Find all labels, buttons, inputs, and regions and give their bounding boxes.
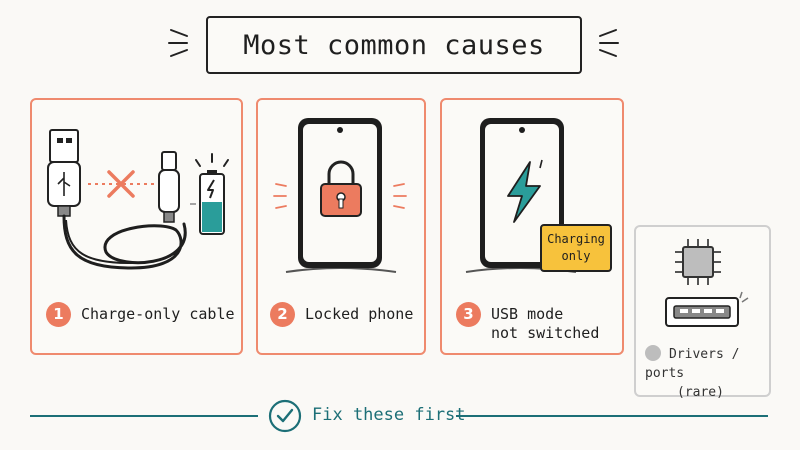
title-sparkle-right: [599, 29, 619, 57]
charging-only-badge: Charging only: [540, 224, 612, 272]
rare-dot-icon: [645, 345, 661, 361]
chip-icon: [675, 239, 721, 285]
cause-label-locked: 2 Locked phone: [270, 302, 413, 327]
footer-rule: [30, 415, 768, 417]
rare-label-line-2: (rare): [677, 385, 724, 400]
padlock-icon: [320, 160, 362, 217]
battery-charging-icon: [190, 153, 229, 235]
cause-text-2: Locked phone: [305, 305, 414, 323]
page-title-text: Most common causes: [243, 29, 545, 61]
cause-label-usb-mode: 3 USB mode not switched: [456, 302, 599, 343]
footer-text: Fix these first: [312, 405, 466, 425]
cause-text-3-line-1: USB mode: [491, 305, 564, 323]
rare-label-line-1: Drivers / ports: [645, 347, 740, 381]
cause-label-cable: 1 Charge-only cable: [46, 302, 235, 327]
page-title: Most common causes: [206, 16, 582, 74]
checkmark-icon: [268, 399, 302, 433]
usb-cable-icon: [47, 129, 187, 270]
badge-line-2: only: [561, 249, 591, 263]
cause-text-3-line-2: not switched: [491, 324, 600, 342]
usb-port-icon: [665, 291, 749, 327]
title-sparkle-left: [168, 29, 188, 57]
lightning-icon: [507, 159, 543, 223]
cause-number-3: 3: [456, 302, 481, 327]
rare-cause-label: Drivers / ports (rare): [645, 345, 765, 402]
cause-text-3: USB mode not switched: [491, 302, 599, 343]
cause-number-1: 1: [46, 302, 71, 327]
cross-icon: [107, 170, 135, 198]
cause-text-1: Charge-only cable: [81, 305, 235, 323]
badge-line-1: Charging: [547, 232, 605, 246]
cause-number-2: 2: [270, 302, 295, 327]
